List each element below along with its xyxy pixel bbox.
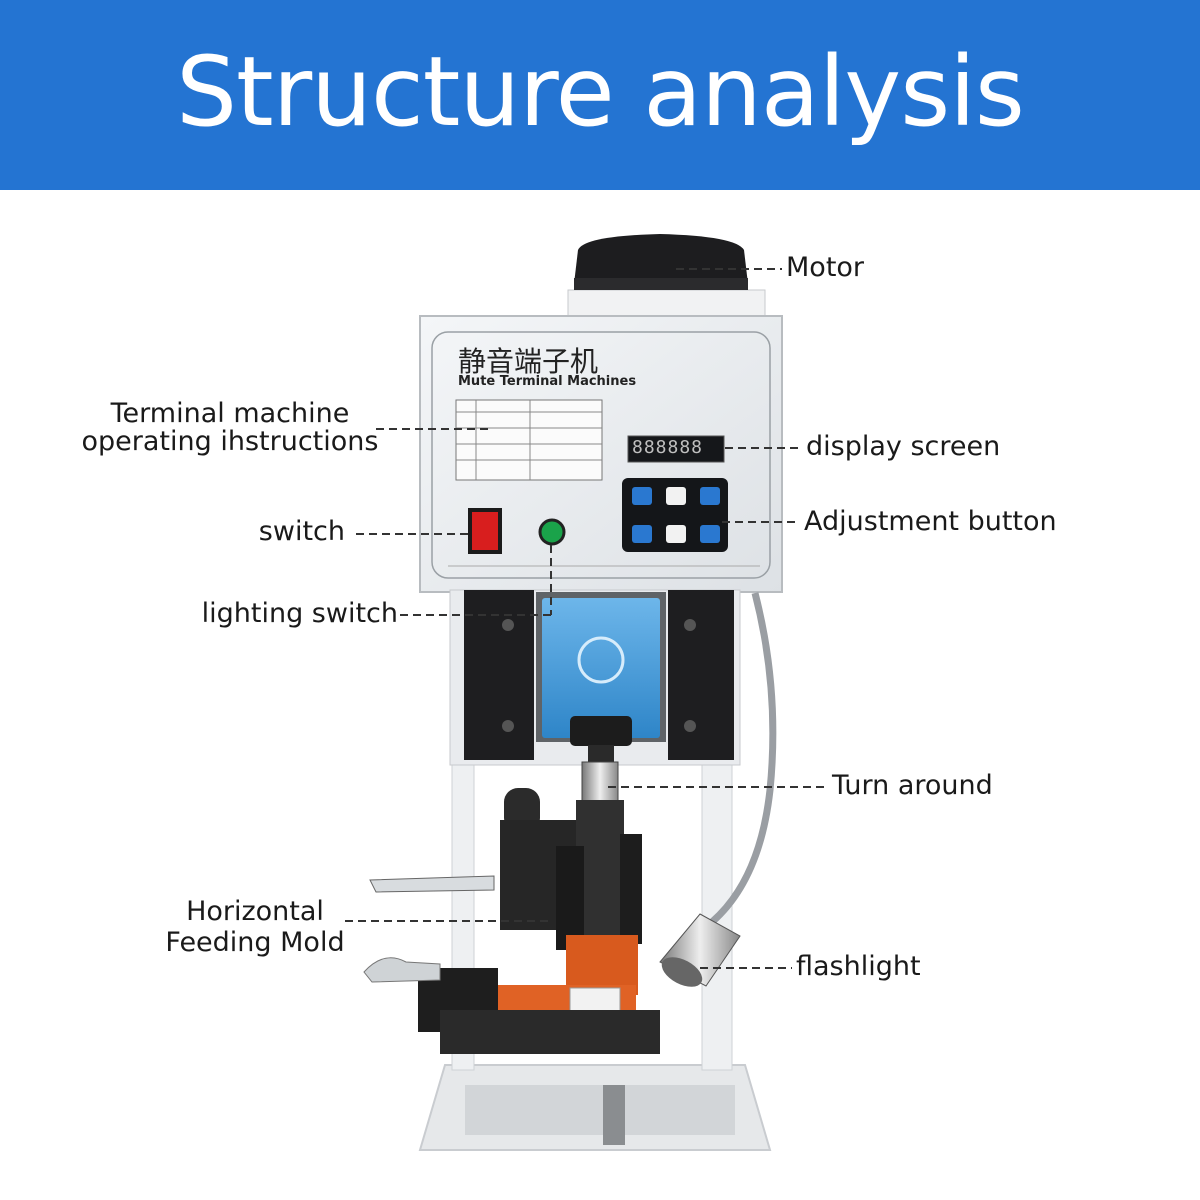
instruction-table [455, 399, 603, 481]
label-lighting-switch: lighting switch [201, 598, 398, 629]
panel-title-chinese: 静音端子机 [458, 345, 599, 378]
label-mold-line1: Horizontal [186, 896, 324, 927]
upper-housing [449, 589, 741, 766]
label-turn-around: Turn around [832, 770, 993, 801]
display-screen [627, 435, 725, 463]
panel-title-english: Mute Terminal Machines [458, 374, 637, 389]
power-switch [468, 508, 502, 554]
motor-unit [567, 234, 766, 319]
machine-base [418, 1064, 772, 1151]
flashlight-lamp [659, 592, 777, 987]
label-adjustment-button: Adjustment button [804, 506, 1057, 537]
display-readout: 888888 [632, 437, 704, 458]
title-banner: Structure analysis [0, 0, 1200, 190]
leader-lines [345, 268, 824, 969]
label-mold-line2: Feeding Mold [165, 927, 345, 958]
safety-guard [542, 598, 660, 738]
label-switch: switch [258, 516, 345, 547]
label-motor: Motor [786, 252, 865, 283]
page-title: Structure analysis [176, 36, 1025, 148]
control-panel [419, 315, 783, 593]
feeding-mold [363, 788, 660, 1054]
label-instructions-line2: operating ihstructions [81, 426, 379, 457]
label-display-screen: display screen [806, 431, 1001, 462]
lighting-switch [538, 518, 566, 546]
label-flashlight: flashlight [796, 951, 921, 982]
label-instructions-line1: Terminal machine [110, 398, 350, 429]
adjustment-keypad [622, 478, 728, 552]
